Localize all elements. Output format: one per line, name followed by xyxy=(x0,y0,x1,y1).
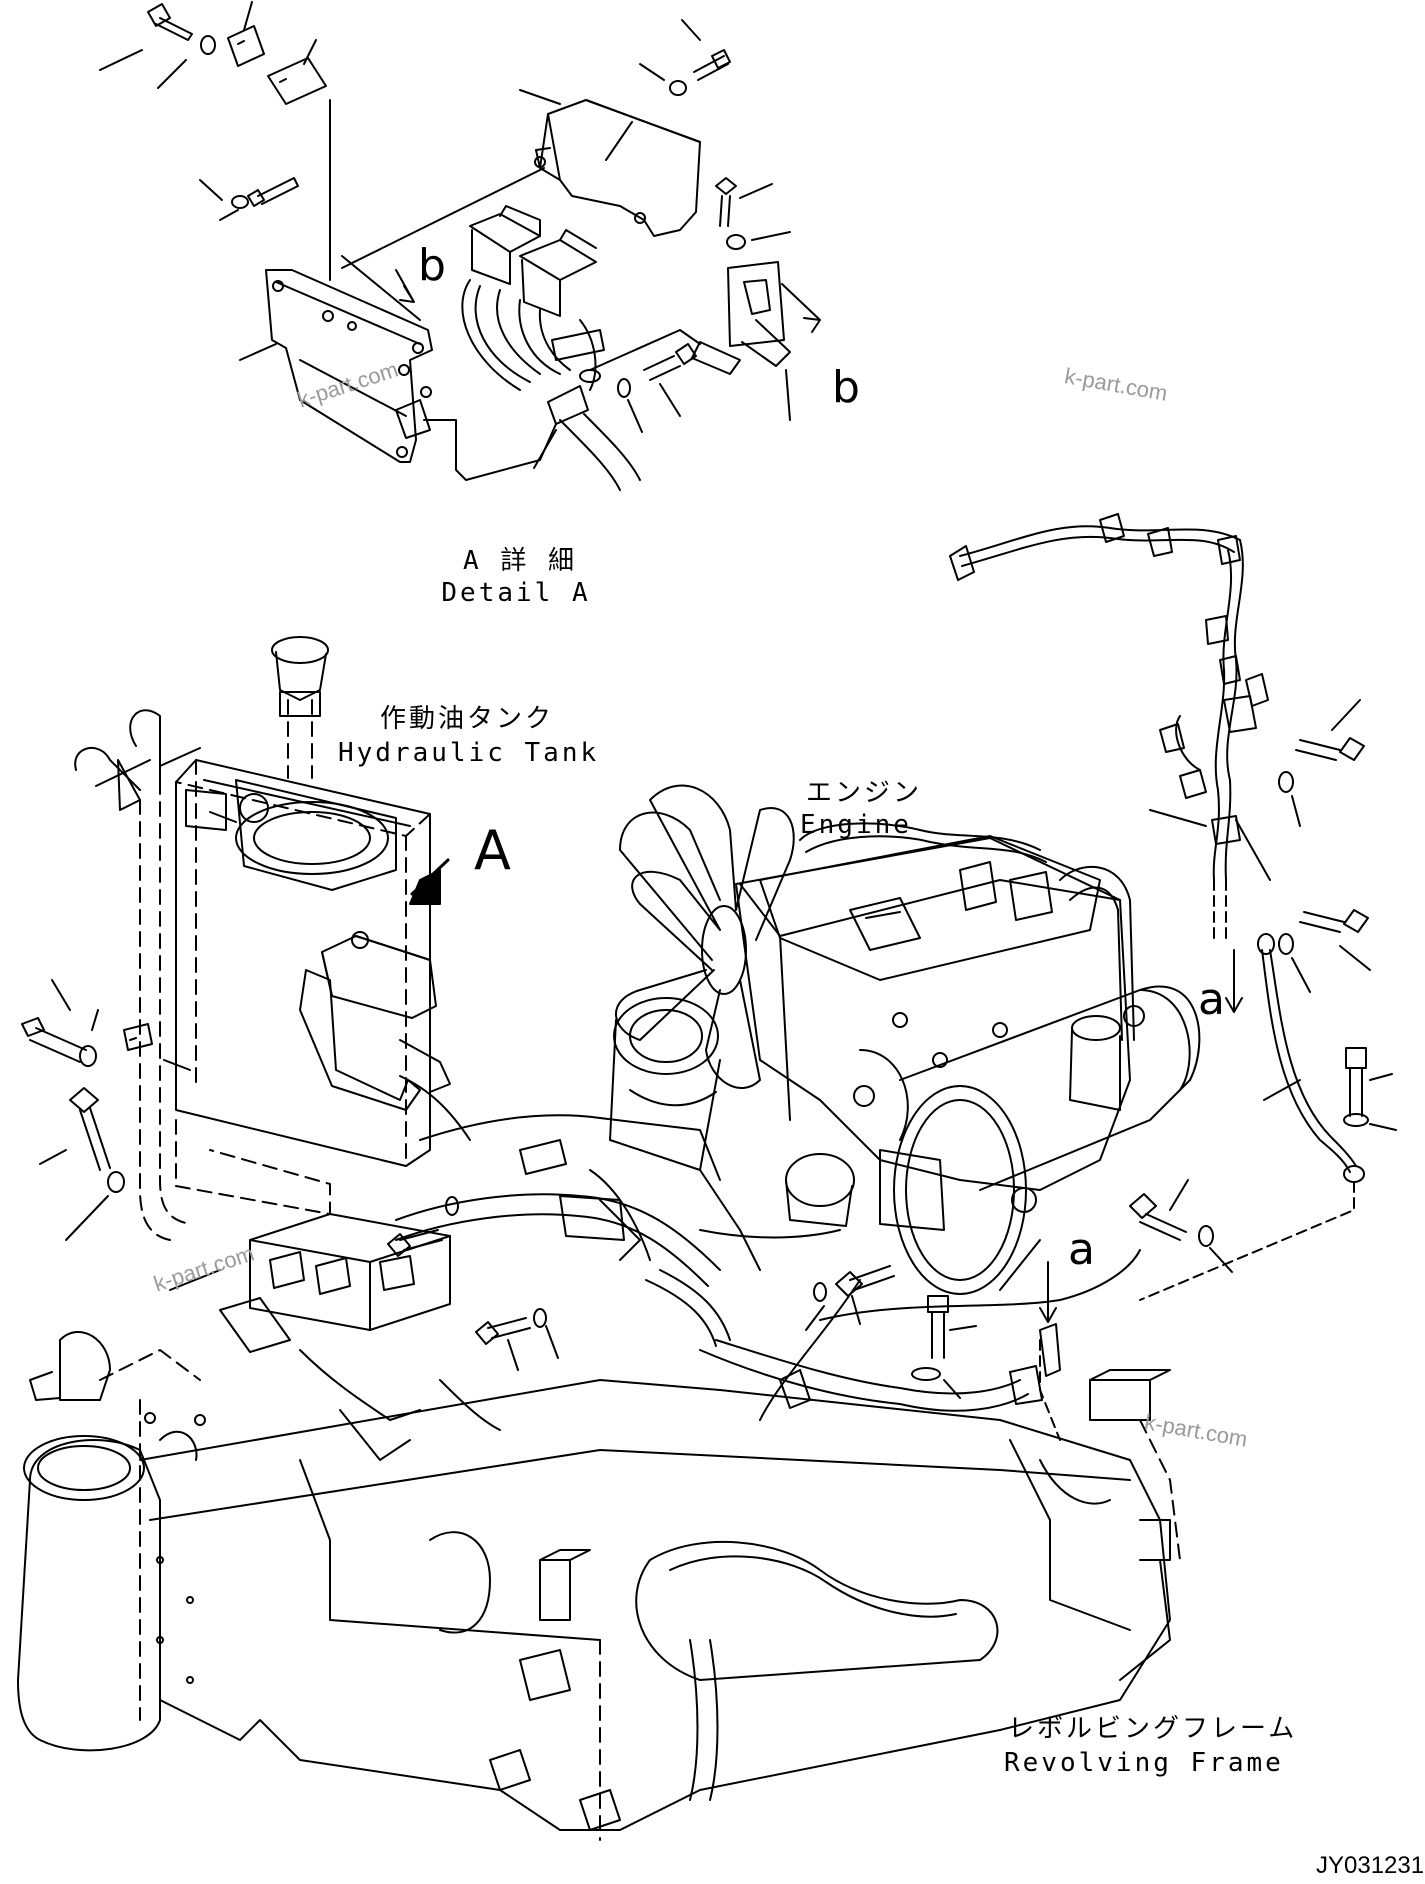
clip-left xyxy=(123,1023,153,1051)
ground-cable xyxy=(1261,949,1351,1173)
ref-a-lower-label: a xyxy=(1068,1224,1095,1275)
revolving-frame-label-jp: レボルビングフレーム xyxy=(1008,1714,1298,1744)
bolt-left-1 xyxy=(21,1017,87,1063)
clip-plate-1 xyxy=(227,25,265,67)
bolt-upper-left xyxy=(147,3,193,41)
washer-upper-left xyxy=(200,35,216,55)
washer-top-right xyxy=(669,80,687,96)
revolving-frame xyxy=(17,1330,1181,1841)
wire-harness xyxy=(949,513,1269,1013)
revolving-frame-label-en: Revolving Frame xyxy=(1004,1748,1284,1778)
ref-b-bottom-label: b xyxy=(832,362,860,413)
cooling-fan xyxy=(615,784,795,1090)
center-hose xyxy=(419,1114,721,1181)
washer-right-1 xyxy=(1278,771,1294,793)
cover-on-tank xyxy=(299,858,471,1141)
bolt-right-mid xyxy=(715,177,737,227)
hydraulic-tank-label-jp: 作動油タンク xyxy=(380,704,555,734)
washer-center-1 xyxy=(445,1196,459,1216)
washer-detail-lower xyxy=(617,378,631,398)
bolt-center-4 xyxy=(927,1295,949,1359)
bolt-mid-left xyxy=(247,177,299,207)
bolt-detail-lower xyxy=(643,343,697,381)
bolt-right-2 xyxy=(1299,909,1369,933)
washer-right-2 xyxy=(1278,933,1294,955)
bolt-top-right xyxy=(693,49,731,81)
view-arrow-a-label: A xyxy=(474,819,511,882)
bolt-right-3 xyxy=(1345,1047,1367,1117)
bolt-center-3 xyxy=(835,1265,895,1297)
bolt-mid-right xyxy=(1129,1193,1187,1241)
view-arrow-b-bottom xyxy=(781,283,821,333)
engine-label-en: Engine xyxy=(800,810,912,840)
engine-label-jp: エンジン xyxy=(806,778,923,808)
bolt-center-1 xyxy=(387,1229,443,1257)
view-arrow-b-top xyxy=(395,269,415,303)
view-arrow-a xyxy=(409,869,441,905)
detail-a-label-en: Detail A xyxy=(441,578,591,608)
detail-a-group xyxy=(99,1,821,491)
washer-left-1 xyxy=(79,1045,97,1067)
drawing-code: JY031231 xyxy=(1316,1852,1425,1879)
washer-mid-left xyxy=(231,195,249,209)
relay-box xyxy=(169,1213,451,1421)
ref-arrow-a-upper xyxy=(1225,949,1243,1013)
washer-left-2 xyxy=(107,1171,125,1193)
left-hose-group xyxy=(74,709,201,1241)
hydraulic-tank-label-en: Hydraulic Tank xyxy=(338,738,600,768)
washer-mid-right xyxy=(1198,1225,1214,1247)
washer-right-mid xyxy=(726,234,746,250)
harness-lower xyxy=(395,1193,1141,1441)
ref-b-top-label: b xyxy=(418,240,446,291)
bracket-plate xyxy=(265,269,433,463)
muffler xyxy=(893,985,1201,1295)
sensor-bracket xyxy=(727,261,785,347)
bolt-center-2 xyxy=(475,1317,531,1345)
engine xyxy=(609,784,1135,1271)
clip-plate-2 xyxy=(267,57,327,105)
washer-center-4 xyxy=(911,1367,941,1381)
washer-center-3 xyxy=(813,1282,827,1302)
washer-right-3 xyxy=(1343,1113,1369,1127)
washer-center-2 xyxy=(533,1308,547,1328)
bolt-left-2 xyxy=(69,1087,111,1171)
ref-arrow-a-lower xyxy=(1039,1261,1057,1323)
ref-a-upper-label: a xyxy=(1198,974,1225,1025)
detail-a-label-jp: A 詳 細 xyxy=(463,546,577,576)
connector-cover xyxy=(539,99,701,237)
bolt-right-1 xyxy=(1295,737,1365,761)
harness-connectors-detail xyxy=(423,205,641,491)
